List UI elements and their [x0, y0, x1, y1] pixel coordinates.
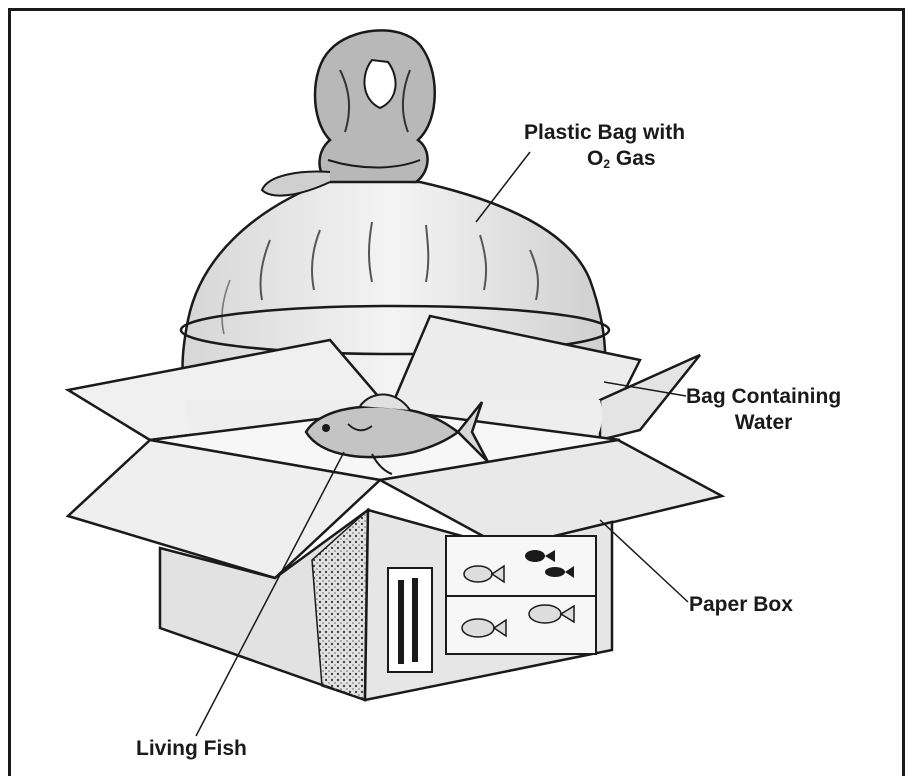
label-living-fish: Living Fish	[136, 736, 247, 762]
label-bag-water: Bag Containing Water	[686, 384, 841, 436]
label-plastic-bag-line2: O2 Gas	[524, 146, 685, 177]
label-o2-suffix: Gas	[610, 147, 656, 170]
bag-knot	[262, 30, 435, 195]
label-bag-water-line1: Bag Containing	[686, 384, 841, 410]
label-bag-water-line2: Water	[686, 410, 841, 436]
label-paper-box: Paper Box	[689, 592, 793, 618]
label-o2-prefix: O	[587, 147, 603, 170]
label-plastic-bag-line1: Plastic Bag with	[524, 120, 685, 146]
label-plastic-bag: Plastic Bag with O2 Gas	[524, 120, 685, 177]
